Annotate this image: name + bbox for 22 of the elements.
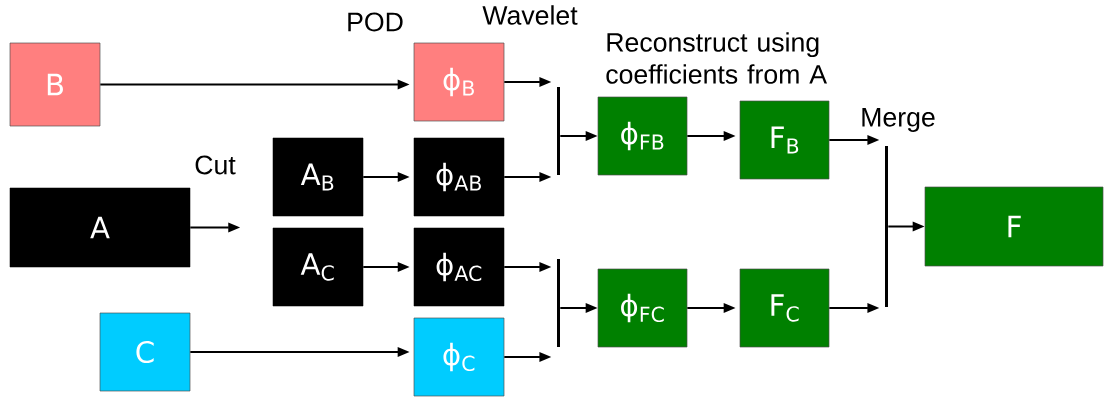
merge-bar: [557, 87, 560, 175]
process-box: F: [924, 186, 1104, 267]
text-label: Cut: [195, 155, 236, 175]
process-box: ϕ$_{FC}$: [597, 268, 688, 348]
process-box: A$_{B}$: [272, 137, 364, 217]
process-box: A: [9, 187, 191, 268]
text-label: Merge: [862, 108, 935, 132]
text-label: Reconstruct using coefficients from A: [606, 32, 827, 84]
process-box: ϕ$_{FB}$: [597, 96, 688, 176]
process-box: ϕ$_{C}$: [413, 317, 505, 397]
text-label: POD: [348, 12, 403, 32]
process-box: C: [99, 312, 191, 392]
process-box: ϕ$_{AB}$: [413, 137, 505, 217]
process-box: ϕ$_{AC}$: [413, 227, 505, 307]
merge-bar: [885, 146, 888, 307]
process-box: A$_{C}$: [272, 227, 364, 307]
process-box: F$_{B}$: [739, 100, 830, 180]
process-box: F$_{C}$: [739, 268, 830, 348]
process-box: ϕ$_{B}$: [413, 42, 505, 122]
text-label: Wavelet: [482, 5, 578, 25]
merge-bar: [557, 259, 560, 347]
process-box: B: [9, 42, 101, 127]
